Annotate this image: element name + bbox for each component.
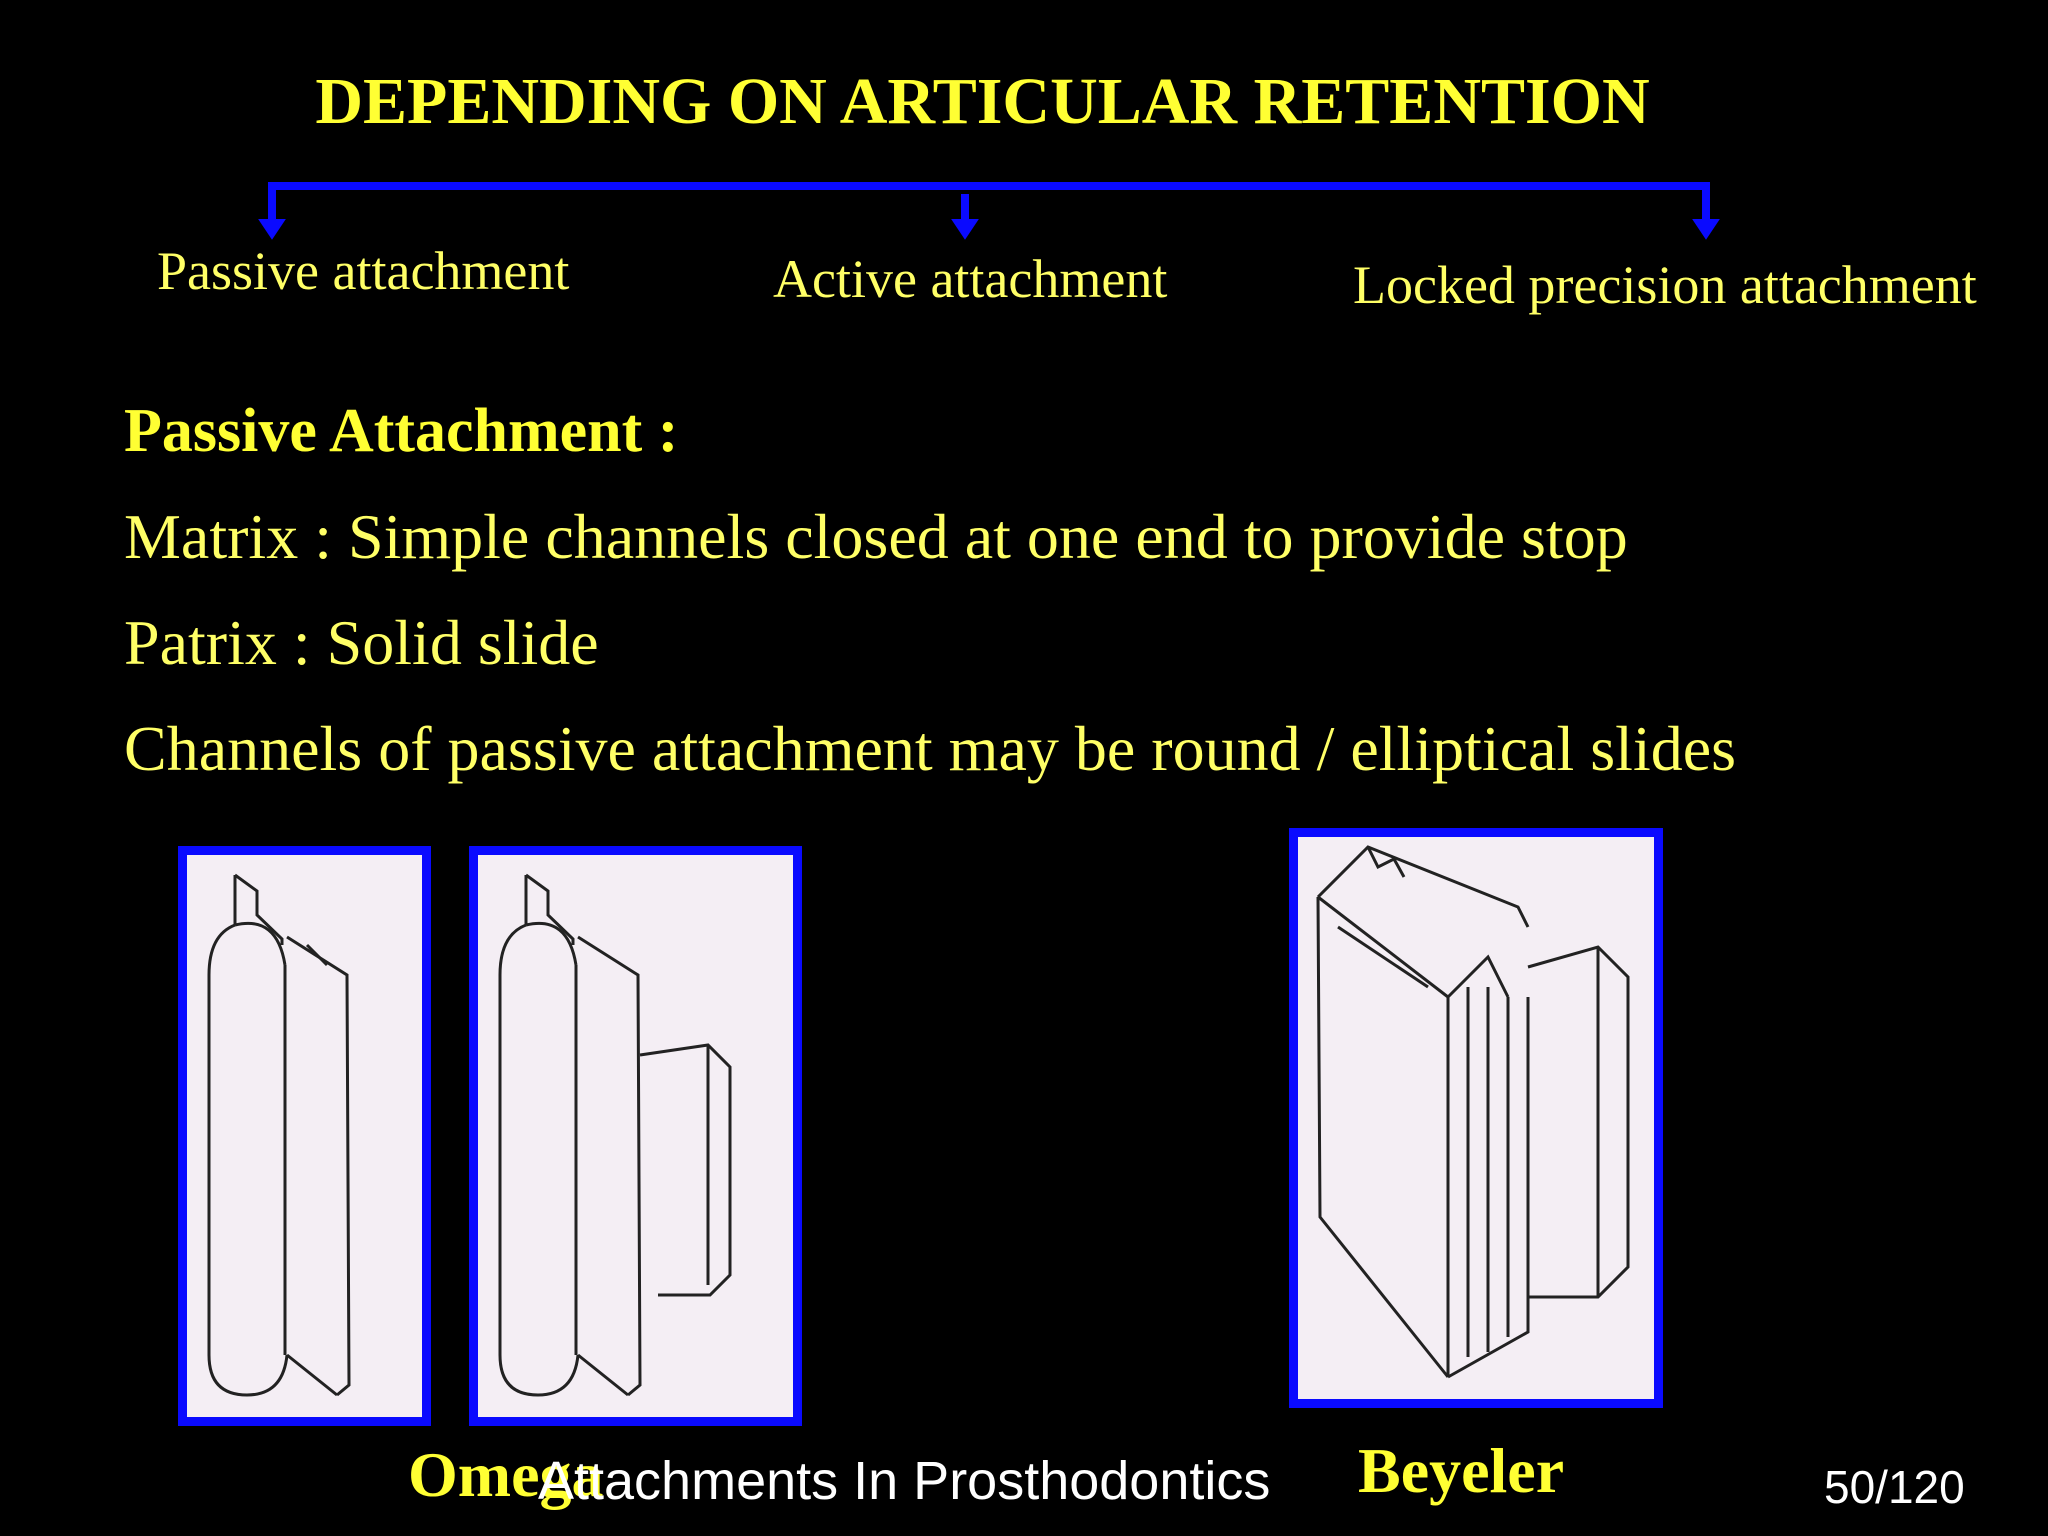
branch-locked-precision-attachment: Locked precision attachment (1353, 255, 1977, 315)
footer-title: Attachments In Prosthodontics (538, 1451, 1271, 1511)
omega-attachment-image-1 (178, 846, 431, 1426)
page-number: 50/120 (1824, 1461, 1965, 1513)
branch-passive-attachment: Passive attachment (157, 241, 570, 301)
branch-active-attachment: Active attachment (773, 249, 1168, 309)
section-heading: Passive Attachment : (124, 397, 679, 465)
text-line-channels: Channels of passive attachment may be ro… (124, 713, 1737, 784)
caption-beyeler: Beyeler (1358, 1435, 1565, 1506)
text-line-patrix: Patrix : Solid slide (124, 607, 599, 678)
omega-attachment-image-2 (469, 846, 802, 1426)
classification-bracket (258, 182, 1720, 240)
text-line-matrix: Matrix : Simple channels closed at one e… (124, 501, 1628, 572)
caption-omega: Omega (408, 1439, 604, 1510)
slide-title: DEPENDING ON ARTICULAR RETENTION (315, 65, 1650, 138)
beyeler-attachment-image (1289, 828, 1663, 1408)
